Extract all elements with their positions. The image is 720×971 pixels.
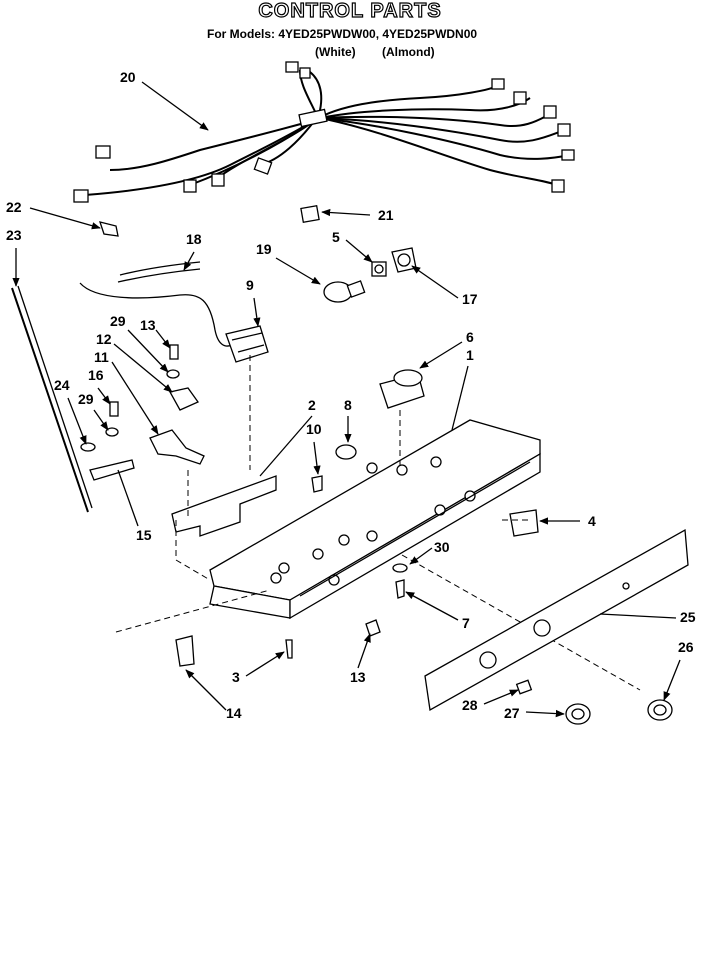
callout-number: 1 <box>466 347 474 363</box>
callout-5: 5 <box>332 229 373 263</box>
callout-17: 17 <box>411 265 478 307</box>
callout-number: 19 <box>256 241 272 257</box>
screw-3 <box>285 639 293 659</box>
screw-13-lower <box>365 619 381 637</box>
almond-label: (Almond) <box>382 45 435 59</box>
callout-25: 25 <box>599 609 696 625</box>
callout-number: 28 <box>462 697 478 713</box>
knob-26 <box>647 699 673 721</box>
callout-number: 14 <box>226 705 242 721</box>
callout-19: 19 <box>256 241 321 285</box>
callout-18: 18 <box>183 231 202 271</box>
callout-number: 9 <box>246 277 254 293</box>
callout-number: 18 <box>186 231 202 247</box>
control-housing-1 <box>209 419 541 620</box>
callout-9: 9 <box>246 277 261 327</box>
callout-number: 10 <box>306 421 322 437</box>
switch-9 <box>225 325 269 363</box>
timer-6 <box>379 369 425 409</box>
callout-22: 22 <box>6 199 101 230</box>
callout-number: 15 <box>136 527 152 543</box>
wiring-harness <box>73 61 575 203</box>
callout-number: 6 <box>466 329 474 345</box>
bracket-14 <box>175 635 195 667</box>
callout-20: 20 <box>120 69 209 131</box>
callout-number: 25 <box>680 609 696 625</box>
callout-27: 27 <box>504 705 565 721</box>
control-panel-25 <box>424 528 689 712</box>
callout-number: 7 <box>462 615 470 631</box>
models-line: For Models: 4YED25PWDW00, 4YED25PWDN00 <box>207 27 478 41</box>
rod-23 <box>11 285 93 513</box>
screw-7 <box>395 579 405 599</box>
callout-number: 17 <box>462 291 478 307</box>
callout-13: 13 <box>140 317 171 349</box>
callout-4: 4 <box>539 513 596 529</box>
callout-15: 15 <box>117 469 152 543</box>
callout-number: 11 <box>94 349 109 365</box>
clip-28 <box>515 679 533 695</box>
callout-21: 21 <box>321 207 394 223</box>
callout-number: 24 <box>54 377 70 393</box>
clip-22 <box>99 221 119 237</box>
callout-number: 21 <box>378 207 394 223</box>
connector-4 <box>509 509 539 537</box>
clip-21 <box>300 204 320 224</box>
callout-number: 29 <box>110 313 126 329</box>
callout-12: 12 <box>96 331 173 393</box>
thermostat-assembly <box>80 344 205 481</box>
callout-number: 12 <box>96 331 112 347</box>
callout-number: 26 <box>678 639 694 655</box>
callout-1: 1 <box>451 347 474 431</box>
callout-11: 11 <box>94 349 159 435</box>
callout-number: 13 <box>350 669 366 685</box>
callout-28: 28 <box>462 689 519 713</box>
callout-number: 16 <box>88 367 104 383</box>
callout-8: 8 <box>344 397 352 443</box>
callout-10: 10 <box>306 421 322 475</box>
callout-number: 23 <box>6 227 22 243</box>
callout-number: 5 <box>332 229 340 245</box>
callout-14: 14 <box>185 669 242 721</box>
callout-number: 29 <box>78 391 94 407</box>
socket-5 <box>371 261 387 277</box>
callout-number: 2 <box>308 397 316 413</box>
callout-16: 16 <box>88 367 111 405</box>
bracket-2 <box>171 475 277 537</box>
callout-30: 30 <box>409 539 450 565</box>
callout-number: 4 <box>588 513 596 529</box>
callout-6: 6 <box>419 329 474 369</box>
screw-10 <box>311 475 323 493</box>
callout-29: 29 <box>110 313 169 373</box>
grommet-8 <box>335 444 357 460</box>
washer-30 <box>392 563 408 573</box>
callout-13-b: 13 <box>350 633 371 685</box>
callout-number: 3 <box>232 669 240 685</box>
socket-17 <box>391 247 417 273</box>
callout-number: 13 <box>140 317 156 333</box>
white-label: (White) <box>315 45 356 59</box>
page-title: CONTROL PARTS <box>258 0 442 23</box>
callout-3: 3 <box>232 651 285 685</box>
lamp-bulb-19 <box>323 280 366 303</box>
callout-29-b: 29 <box>78 391 109 431</box>
callout-23: 23 <box>6 227 22 287</box>
callout-number: 8 <box>344 397 352 413</box>
callout-7: 7 <box>405 591 470 631</box>
callout-24: 24 <box>54 377 87 445</box>
callout-2: 2 <box>259 397 316 477</box>
callout-number: 27 <box>504 705 520 721</box>
callout-number: 22 <box>6 199 22 215</box>
callout-number: 20 <box>120 69 136 85</box>
callout-26: 26 <box>663 639 694 701</box>
knob-27 <box>565 703 591 725</box>
callout-number: 30 <box>434 539 450 555</box>
